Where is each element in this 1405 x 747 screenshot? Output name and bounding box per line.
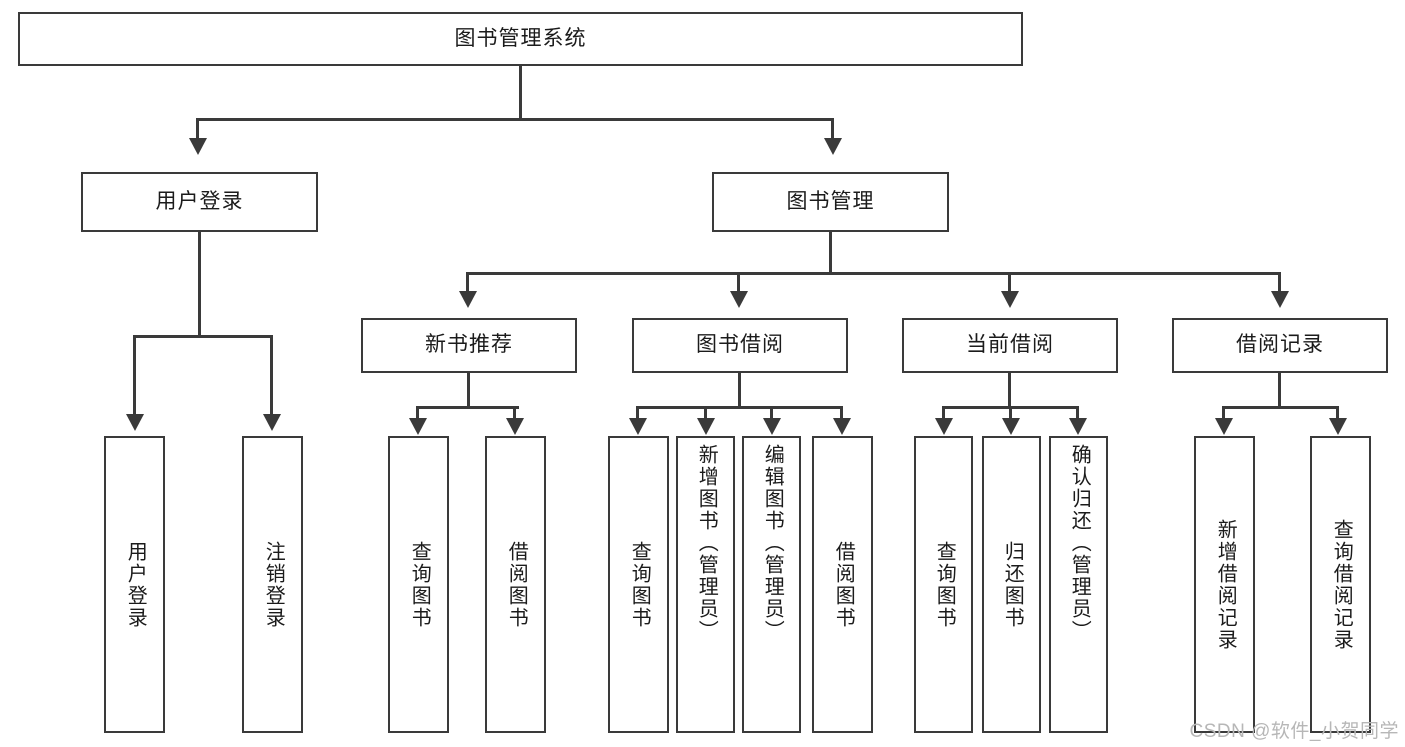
node-label: 借阅图书 <box>505 540 528 629</box>
edge-user-login-bus <box>133 335 273 338</box>
node-label: 图书管理系统 <box>454 26 587 50</box>
edge-current-borrow-drop-3 <box>1076 406 1079 420</box>
node-label: 借阅记录 <box>1236 333 1324 357</box>
node-user-login[interactable]: 用户登录 <box>81 172 318 232</box>
edge-user-login-stem <box>198 232 201 337</box>
edge-borrow-record-stem <box>1278 373 1281 408</box>
node-leaf-current-query-book[interactable]: 查询图书 <box>914 436 973 733</box>
node-label: 查询图书 <box>933 540 956 629</box>
edge-book-borrow-drop-1 <box>636 406 639 420</box>
node-current-borrow[interactable]: 当前借阅 <box>902 318 1118 373</box>
edge-book-borrow-bus <box>636 406 843 409</box>
node-label: 注销登录 <box>262 540 285 629</box>
node-leaf-recommend-query-book[interactable]: 查询图书 <box>388 436 449 733</box>
edge-book-manage-bus <box>466 272 1281 275</box>
arrow-to-leaf-logout <box>263 414 281 431</box>
arrow-to-leaf-rec-add <box>1215 418 1233 435</box>
node-label: 查询图书 <box>628 540 651 629</box>
node-leaf-user-login[interactable]: 用户登录 <box>104 436 165 733</box>
node-label: 借阅图书 <box>832 540 855 629</box>
arrow-to-leaf-borrow-edit <box>763 418 781 435</box>
node-new-book-recommend[interactable]: 新书推荐 <box>361 318 577 373</box>
edge-new-book-rec-drop-1 <box>416 406 419 420</box>
node-book-borrow[interactable]: 图书借阅 <box>632 318 848 373</box>
edge-new-book-rec-stem <box>467 373 470 408</box>
arrow-to-leaf-borrow-borrow <box>833 418 851 435</box>
edge-book-manage-drop-2 <box>737 272 740 293</box>
arrow-to-book-borrow <box>730 291 748 308</box>
edge-root-bus <box>196 118 834 121</box>
arrow-to-current-borrow <box>1001 291 1019 308</box>
node-leaf-record-query[interactable]: 查询借阅记录 <box>1310 436 1371 733</box>
edge-current-borrow-drop-1 <box>942 406 945 420</box>
arrow-to-leaf-user-login <box>126 414 144 431</box>
edge-book-borrow-drop-4 <box>840 406 843 420</box>
edge-book-manage-drop-4 <box>1278 272 1281 293</box>
edge-borrow-record-drop-2 <box>1336 406 1339 420</box>
node-label: 图书管理 <box>786 189 875 213</box>
edge-borrow-record-bus <box>1222 406 1338 409</box>
arrow-to-book-manage <box>824 138 842 155</box>
arrow-to-leaf-borrow-query <box>629 418 647 435</box>
edge-new-book-rec-bus <box>416 406 519 409</box>
arrow-to-leaf-cur-return <box>1002 418 1020 435</box>
node-label: 新增借阅记录 <box>1214 518 1237 651</box>
node-label: 当前借阅 <box>966 333 1054 357</box>
node-label: 查询借阅记录 <box>1330 518 1353 651</box>
node-label: 查询图书 <box>408 540 431 629</box>
node-leaf-recommend-borrow-book[interactable]: 借阅图书 <box>485 436 546 733</box>
edge-book-borrow-drop-2 <box>704 406 707 420</box>
node-label: 确认归还（管理员） <box>1068 444 1091 642</box>
edge-user-login-drop-2 <box>270 335 273 416</box>
arrow-to-user-login <box>189 138 207 155</box>
edge-root-to-user-login <box>196 118 199 140</box>
edge-borrow-record-drop-1 <box>1222 406 1225 420</box>
edge-book-manage-stem <box>829 232 832 274</box>
arrow-to-leaf-cur-query <box>935 418 953 435</box>
edge-user-login-drop-1 <box>133 335 136 416</box>
edge-root-to-book-manage <box>831 118 834 140</box>
node-label: 图书借阅 <box>696 333 784 357</box>
node-label: 新增图书（管理员） <box>695 444 718 642</box>
watermark-csdn: CSDN @软件_小贺同学 <box>1189 721 1399 742</box>
node-leaf-record-add[interactable]: 新增借阅记录 <box>1194 436 1255 733</box>
node-label: 归还图书 <box>1001 540 1024 629</box>
edge-current-borrow-drop-2 <box>1009 406 1012 420</box>
edge-book-manage-drop-3 <box>1008 272 1011 293</box>
node-book-management[interactable]: 图书管理 <box>712 172 949 232</box>
edge-new-book-rec-drop-2 <box>513 406 516 420</box>
edge-book-manage-drop-1 <box>466 272 469 293</box>
node-leaf-current-confirm-return[interactable]: 确认归还（管理员） <box>1049 436 1108 733</box>
node-leaf-current-return-book[interactable]: 归还图书 <box>982 436 1041 733</box>
edge-book-borrow-stem <box>738 373 741 408</box>
node-leaf-logout[interactable]: 注销登录 <box>242 436 303 733</box>
node-label: 编辑图书（管理员） <box>761 444 784 642</box>
node-leaf-borrow-add-book[interactable]: 新增图书（管理员） <box>676 436 735 733</box>
arrow-to-leaf-rec-search <box>1329 418 1347 435</box>
arrow-to-leaf-cur-confirm <box>1069 418 1087 435</box>
edge-current-borrow-stem <box>1008 373 1011 408</box>
edge-root-stem <box>519 66 522 120</box>
node-leaf-borrow-edit-book[interactable]: 编辑图书（管理员） <box>742 436 801 733</box>
arrow-to-leaf-borrow-add <box>697 418 715 435</box>
edge-book-borrow-drop-3 <box>770 406 773 420</box>
node-leaf-borrow-query-book[interactable]: 查询图书 <box>608 436 669 733</box>
node-root-library-system[interactable]: 图书管理系统 <box>18 12 1023 66</box>
node-label: 用户登录 <box>155 189 244 213</box>
arrow-to-new-book-rec <box>459 291 477 308</box>
node-label: 新书推荐 <box>425 333 513 357</box>
node-label: 用户登录 <box>124 540 147 629</box>
node-borrow-record[interactable]: 借阅记录 <box>1172 318 1388 373</box>
arrow-to-borrow-record <box>1271 291 1289 308</box>
arrow-to-leaf-rec-borrow <box>506 418 524 435</box>
arrow-to-leaf-rec-query <box>409 418 427 435</box>
node-leaf-borrow-borrow-book[interactable]: 借阅图书 <box>812 436 873 733</box>
